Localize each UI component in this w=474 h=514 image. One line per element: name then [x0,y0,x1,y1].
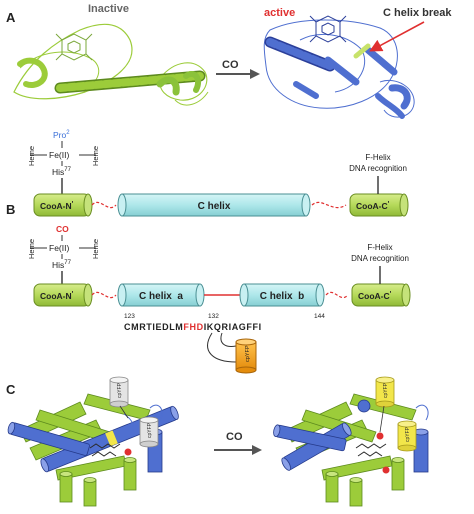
cpyfp-tag-right-2: cpYFP [397,420,417,452]
cpyfp-cylinder-b: cpYFP [235,338,257,374]
svg-text:CooA-N': CooA-N' [40,291,74,301]
linker-top-left [91,201,117,209]
svg-text:His77: His77 [52,260,72,270]
f-helix-top-line2: DNA recognition [349,164,407,173]
co-arrow-c [214,445,262,455]
cpyfp-label-b: cpYFP [245,345,251,362]
insert-link-left [207,332,237,363]
co-arrow-a [216,69,260,79]
panel-label-c: C [6,382,16,397]
cooa-c-label-top: CooA-C [356,201,388,211]
bottom-domain-row: CooA-N' C helix a C helix b CooA-C' F-He… [33,243,411,307]
c-helix-b-cylinder: C helix b [239,283,325,307]
break-pointer-arrow [369,21,425,52]
structure-c-right [273,393,429,507]
iron-bottom: Fe(II) [49,243,69,253]
svg-text:Pro2: Pro2 [53,130,70,140]
heme-coordination-bottom: CO Fe(II) Heme Heme His77 [27,224,100,284]
heme-coordination-top: Pro2 Fe(II) Heme Heme His77 [27,130,100,194]
cooa-n-label-top: CooA-N [40,201,72,211]
active-label: active [264,7,295,19]
heme-left-top: Heme [27,146,36,166]
c-helix-label: C helix [198,201,231,212]
seq-post: IKQRIAGFFI [204,322,262,332]
cpyfp-label-right-1: cpYFP [383,382,389,398]
cpyfp-tag-left-1: cpYFP [109,376,129,408]
residue-144: 144 [314,313,325,320]
inactive-structure [13,23,209,106]
c-helix-b-label: C helix b [260,291,304,302]
inactive-heme [55,33,93,61]
seq-pre: CMRTIEDLM [124,322,183,332]
svg-text:CooA-C': CooA-C' [356,201,390,211]
sequence-block: 123 132 144 CMRTIEDLMFHDIKQRIAGFFI cpYFP [124,313,325,374]
cooa-c-label-bottom: CooA-C [358,291,390,301]
cpyfp-tag-right-1: cpYFP [375,376,395,408]
c-helix-cylinder: C helix [117,193,311,217]
cooa-n-label-bottom: CooA-N [40,291,72,301]
c-helix-a-label: C helix a [139,291,183,302]
panel-label-b: B [6,202,15,217]
svg-text:His77: His77 [52,167,72,177]
active-structure [263,15,415,119]
residue-123: 123 [124,313,135,320]
cooa-c-domain-bottom: CooA-C' [351,283,411,307]
cpyfp-tag-left-2: cpYFP [139,416,159,448]
cpyfp-label-left-2: cpYFP [147,422,153,438]
c-helix-break-label: C helix break [383,7,452,19]
seq-insertion-site: FHD [183,322,203,332]
f-helix-bottom-line1: F-Helix [367,243,392,252]
cpyfp-label-right-2: cpYFP [405,426,411,442]
ligand-pro: Pro [53,130,67,140]
insert-link-right [220,332,237,347]
ligand-his-bottom-sup: 77 [64,260,71,266]
iron-top: Fe(II) [49,150,69,160]
cooa-c-domain-top: CooA-C' [349,193,409,217]
f-helix-top-line1: F-Helix [365,153,390,162]
svg-text:CMRTIEDLMFHDIKQRIAGFFI: CMRTIEDLMFHDIKQRIAGFFI [124,322,262,332]
ligand-his-bottom: His [52,260,64,270]
cooa-n-domain-top: CooA-N' [33,193,93,217]
cooa-n-domain-bottom: CooA-N' [33,283,93,307]
heme-right-bottom: Heme [91,239,100,259]
ligand-his-top-sup: 77 [64,167,71,173]
svg-text:CooA-C': CooA-C' [358,291,392,301]
structure-c-left [7,393,179,507]
co-label-a: CO [222,59,239,71]
inactive-c-helix [54,70,206,94]
linker-top-right [311,201,347,209]
linker-bottom-right [325,291,349,299]
panel-label-a: A [6,10,16,25]
ligand-co: CO [56,224,69,234]
top-domain-row: CooA-N' C helix CooA-C' F-Helix DNA reco… [33,153,409,217]
linker-bottom-left [91,291,117,299]
heme-left-bottom: Heme [27,239,36,259]
inactive-label: Inactive [88,3,129,15]
f-helix-bottom-line2: DNA recognition [351,254,409,263]
ligand-his-top: His [52,167,64,177]
residue-132: 132 [208,313,219,320]
co-label-c: CO [226,431,243,443]
active-heme [309,15,347,43]
c-helix-a-cylinder: C helix a [117,283,205,307]
ligand-pro-sup: 2 [66,130,70,136]
svg-text:CooA-N': CooA-N' [40,201,74,211]
cpyfp-label-left-1: cpYFP [117,382,123,398]
heme-right-top: Heme [91,146,100,166]
